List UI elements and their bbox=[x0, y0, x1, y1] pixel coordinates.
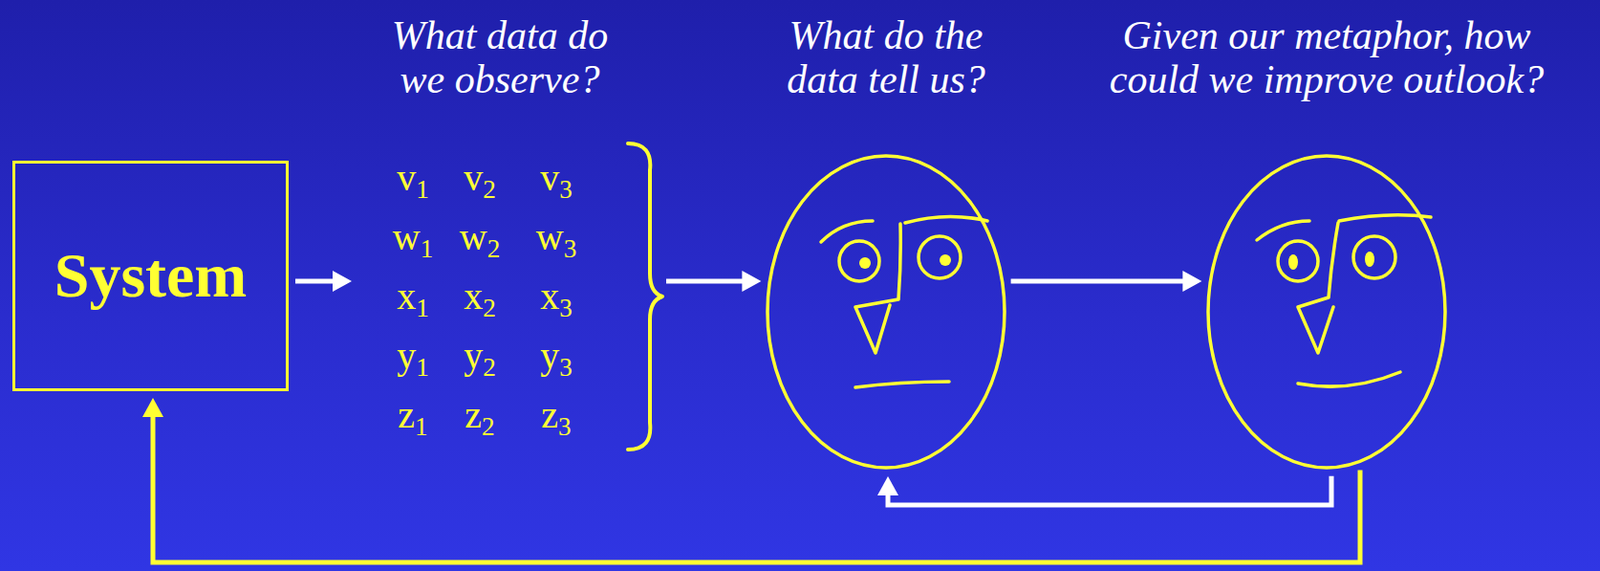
flow-arrow bbox=[1011, 270, 1203, 292]
data-variable: z3 bbox=[540, 393, 571, 436]
flow-arrow bbox=[666, 270, 761, 292]
data-variable: x2 bbox=[463, 275, 497, 318]
data-variable: w3 bbox=[536, 216, 577, 259]
connector-line bbox=[666, 279, 744, 284]
flow-arrow bbox=[142, 397, 1361, 563]
connector-line bbox=[1011, 279, 1186, 284]
data-variable: x1 bbox=[396, 275, 430, 318]
data-variable: y3 bbox=[540, 334, 573, 377]
data-variable: x3 bbox=[540, 275, 573, 318]
data-variable: z2 bbox=[464, 393, 495, 436]
data-variable: y1 bbox=[396, 334, 430, 377]
curly-brace bbox=[627, 143, 663, 450]
question-heading: What data do we observe? bbox=[378, 13, 623, 102]
data-variable: z1 bbox=[397, 393, 428, 436]
data-variable: y2 bbox=[463, 334, 497, 377]
arrow-head bbox=[332, 270, 352, 292]
arrow-head bbox=[142, 397, 164, 417]
connector-line bbox=[152, 414, 1361, 563]
data-variable: w2 bbox=[459, 216, 500, 259]
flow-arrow bbox=[877, 475, 1332, 505]
connector-line bbox=[887, 475, 1332, 505]
face-smiling: Given our metaphor, how could we improve… bbox=[1206, 153, 1448, 470]
data-variable: v1 bbox=[396, 156, 430, 199]
data-variable: v3 bbox=[540, 156, 573, 199]
face-puzzled: What do the data tell us? bbox=[765, 153, 1007, 470]
arrow-head bbox=[877, 475, 899, 496]
question-heading: What do the data tell us? bbox=[766, 13, 1006, 102]
question-heading: Given our metaphor, how could we improve… bbox=[1090, 13, 1564, 102]
arrow-head bbox=[1182, 270, 1202, 292]
connector-line bbox=[295, 279, 335, 284]
flow-arrow bbox=[295, 270, 352, 292]
face-outline bbox=[765, 153, 1007, 470]
data-variable: v2 bbox=[463, 156, 497, 199]
face-outline bbox=[1206, 153, 1448, 470]
arrow-head bbox=[741, 270, 761, 292]
box-title: System bbox=[54, 240, 248, 311]
system-box: System bbox=[12, 160, 289, 391]
data-variable: w1 bbox=[392, 216, 433, 259]
